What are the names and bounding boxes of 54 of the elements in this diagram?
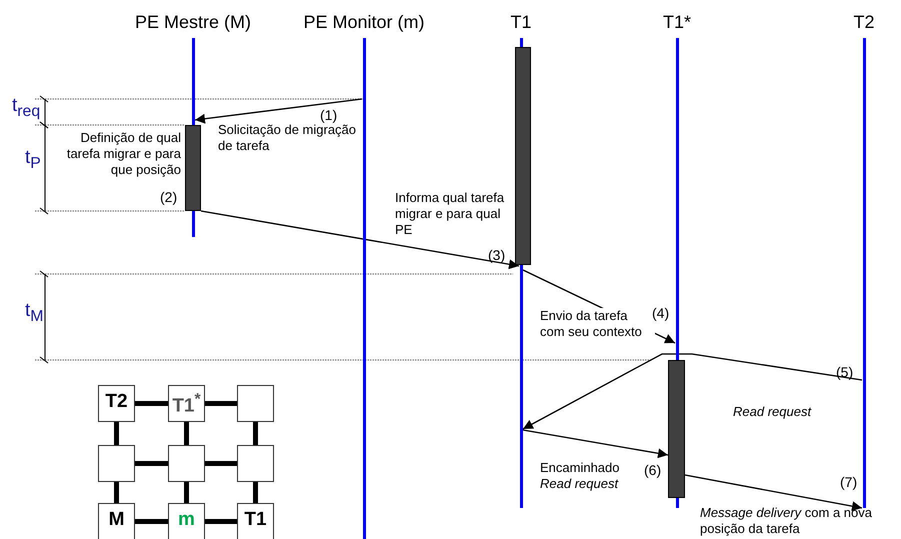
link-line: [114, 482, 119, 503]
lifeline-header: T1: [509, 12, 532, 33]
step-number: (5): [836, 364, 854, 380]
link-line: [135, 461, 168, 466]
router-label: T1$^{*}$: [171, 391, 202, 418]
link-line: [114, 422, 119, 445]
time-label: t$_{P}$: [25, 147, 41, 173]
arrow: [522, 429, 668, 458]
activation-bar: [185, 125, 201, 211]
router-label: M: [108, 509, 126, 531]
step-number: (1): [320, 107, 338, 123]
arrow: [200, 210, 520, 270]
arrow: [194, 98, 362, 124]
router-box: [168, 385, 205, 422]
router-box: [237, 445, 274, 482]
step-number: (7): [840, 474, 858, 490]
link-line: [135, 519, 168, 524]
step-number: (3): [488, 247, 506, 263]
link-line: [184, 422, 189, 445]
router-box: [98, 445, 135, 482]
link-line: [253, 482, 258, 503]
step-number: (4): [652, 305, 670, 321]
lifeline-header: T2: [852, 12, 876, 33]
router-label: m: [177, 509, 196, 531]
router-box: [98, 385, 135, 422]
time-label: t$_{M}$: [25, 300, 44, 326]
edge-label: Read request: [733, 404, 812, 420]
step-number: (2): [160, 189, 178, 205]
step-number: (6): [644, 462, 662, 478]
edge-label: Message delivery com a nova posição da tarefa: [700, 505, 873, 537]
arrow: [522, 353, 862, 430]
activation-bar: [668, 360, 685, 498]
router-box: [98, 503, 135, 539]
link-line: [253, 422, 258, 445]
router-box: [237, 385, 274, 422]
link-line: [205, 401, 237, 406]
lifeline-header: T1*: [662, 12, 692, 33]
note-text: Definição de qual tarefa migrar e para que posição: [66, 130, 181, 178]
edge-label: Solicitação de migração de tarefa: [218, 122, 358, 154]
activation-bar: [515, 47, 531, 265]
link-line: [184, 482, 189, 503]
router-box: [168, 445, 205, 482]
router-label: T1: [243, 509, 268, 531]
edge-label: Informa qual tarefa migrar e para qual PE: [395, 190, 505, 238]
time-label: t$_{req}$: [12, 95, 40, 121]
router-box: [237, 503, 274, 539]
link-line: [135, 401, 168, 406]
link-line: [205, 519, 237, 524]
arrow: [684, 474, 862, 512]
router-box: [168, 503, 205, 539]
router-label: T2: [104, 391, 129, 413]
link-line: [205, 461, 237, 466]
lifeline-header: PE Mestre (M): [134, 12, 252, 33]
lifeline-header: PE Monitor (m): [302, 12, 426, 33]
